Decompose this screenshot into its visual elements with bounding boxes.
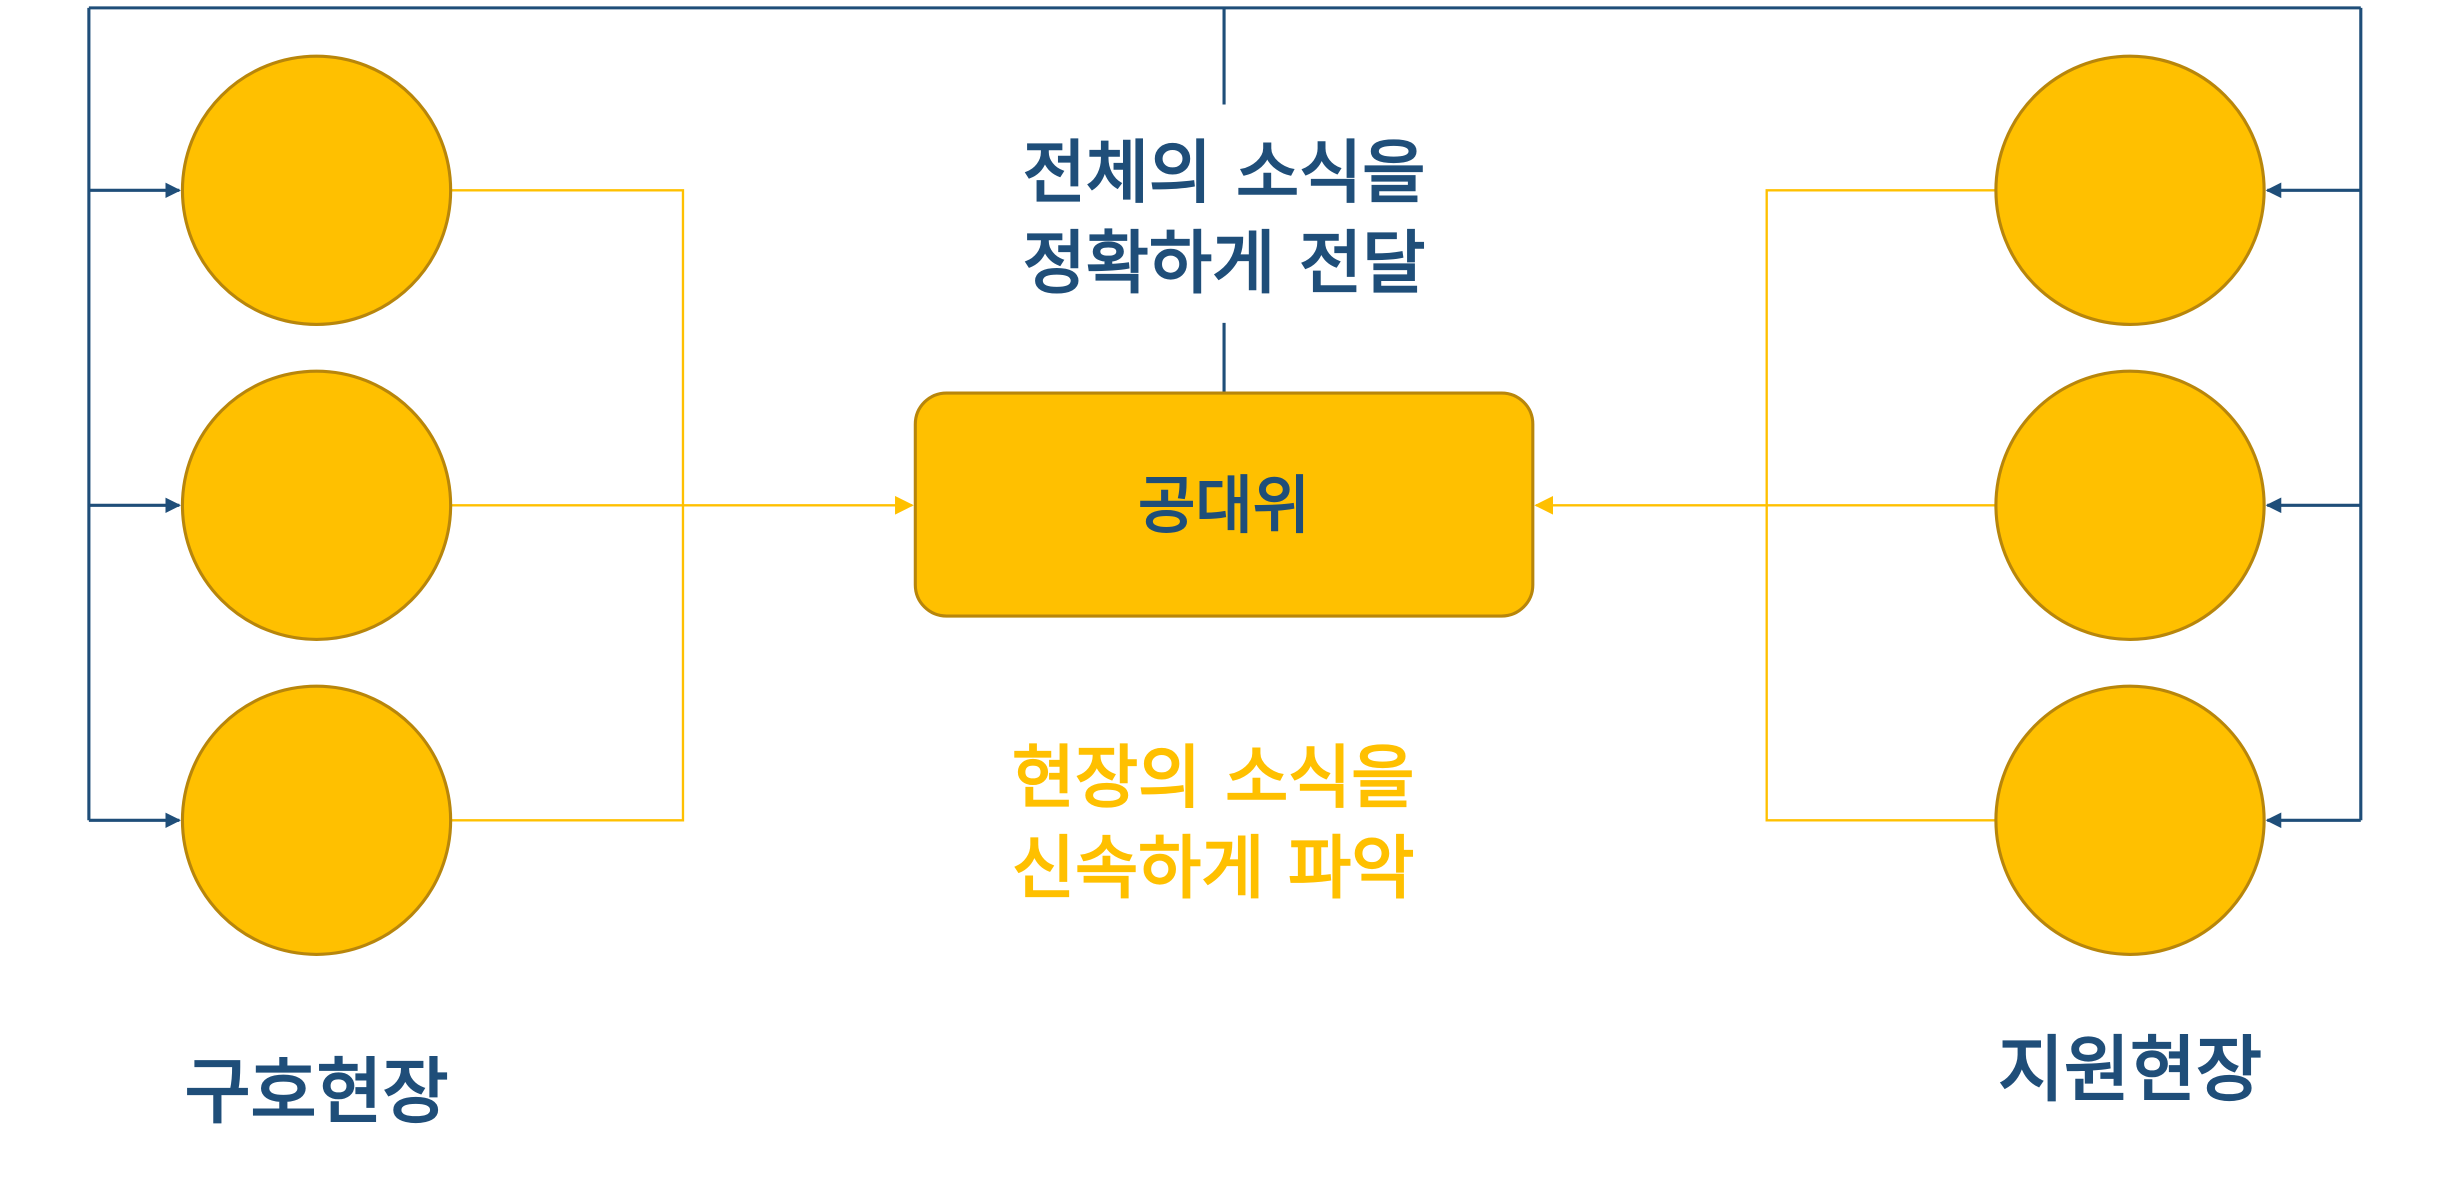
center-committee-label: 공대위	[1138, 469, 1310, 542]
top-message-line1: 전체의 소식을	[1023, 134, 1426, 214]
relief-site-node	[180, 684, 453, 956]
support-site-node	[1994, 54, 2266, 326]
support-site-nodes	[1994, 54, 2266, 956]
bottom-message-line2: 신속하게 파악	[1012, 829, 1415, 909]
broadcast-lines	[87, 6, 2363, 829]
support-site-node	[1994, 369, 2266, 641]
support-site-node	[1994, 684, 2266, 956]
relief-site-label: 구호현장	[185, 1050, 449, 1134]
center-committee-box	[913, 391, 1535, 618]
relief-site-node	[180, 369, 453, 641]
bottom-message-line1: 현장의 소식을	[1012, 739, 1415, 819]
support-site-label: 지원현장	[1998, 1028, 2262, 1112]
top-message-line2: 정확하게 전달	[1023, 224, 1426, 304]
relief-site-nodes	[180, 54, 453, 956]
relief-site-node	[180, 54, 453, 326]
report-lines	[450, 189, 1996, 822]
